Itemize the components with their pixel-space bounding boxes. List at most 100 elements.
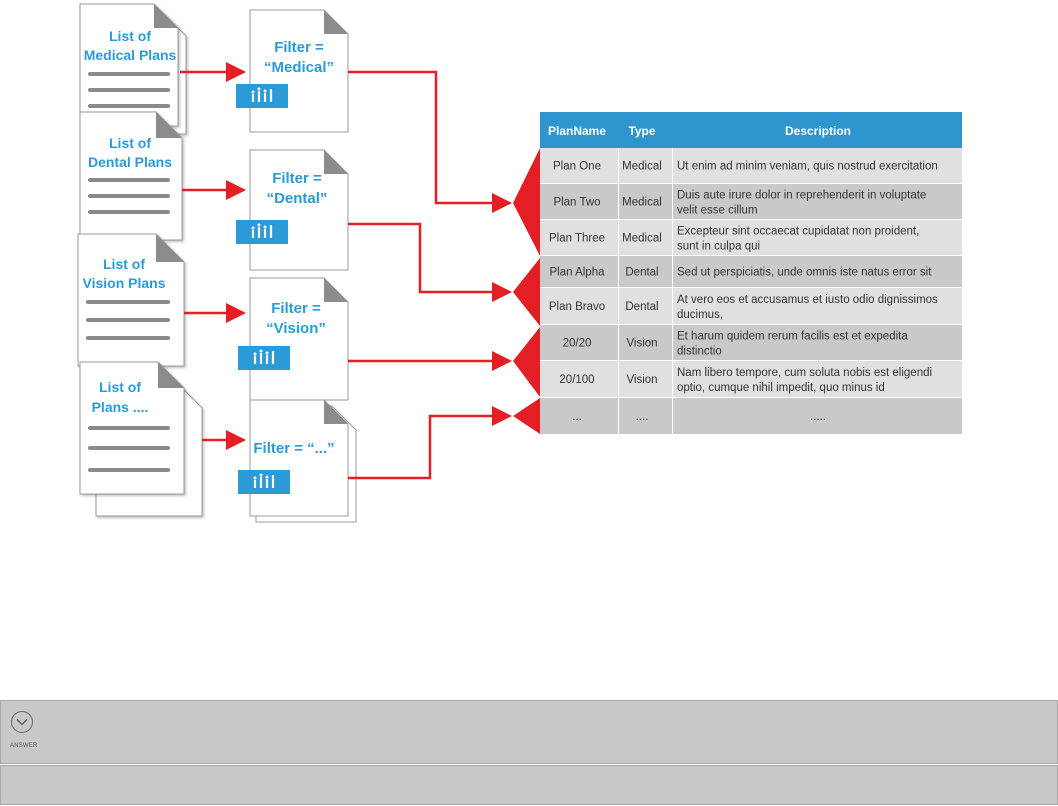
answer-toggle-button[interactable] bbox=[11, 711, 33, 733]
plans-filter-diagram: List of Medical Plans List of Dental Pla… bbox=[77, 3, 962, 523]
plan-name-cell: 20/100 bbox=[559, 374, 594, 386]
chart-filter-icon bbox=[238, 470, 290, 494]
description-cell-line1: At vero eos et accusamus et iusto odio d… bbox=[677, 294, 938, 306]
filter-title-line2: “Vision” bbox=[266, 320, 326, 337]
table-cell-bg bbox=[673, 256, 962, 287]
table-cell-bg bbox=[673, 398, 962, 434]
plan-type-cell: Medical bbox=[622, 197, 662, 209]
table-cell-bg bbox=[540, 184, 618, 219]
description-cell-line1: Nam libero tempore, cum soluta nobis est… bbox=[677, 367, 932, 379]
table-cell-bg bbox=[673, 288, 962, 324]
document-title-line1: List of bbox=[99, 379, 141, 395]
filter-document-dental: Filter = “Dental” bbox=[236, 149, 349, 271]
plan-type-cell: Medical bbox=[622, 233, 662, 245]
description-cell-line1: Sed ut perspiciatis, unde omnis iste nat… bbox=[677, 267, 932, 279]
document-title-line1: List of bbox=[109, 28, 151, 44]
answer-label: ANSWER bbox=[10, 743, 38, 749]
filter-title-line1: Filter = bbox=[274, 39, 324, 56]
plan-type-cell: Vision bbox=[626, 338, 657, 350]
table-cell-bg bbox=[673, 184, 962, 219]
description-cell-line1: Ut enim ad minim veniam, quis nostrud ex… bbox=[677, 161, 938, 173]
filter-title-line1: Filter = “...” bbox=[253, 440, 334, 457]
arrows-docs-to-filters bbox=[180, 62, 246, 450]
document-stack-other: List of Plans .... bbox=[79, 361, 203, 517]
text-lines bbox=[88, 178, 170, 214]
table-cell-bg bbox=[673, 148, 962, 183]
table-row: Plan Two Medical Duis aute irure dolor in … bbox=[540, 184, 962, 219]
description-cell-line2: sunt in culpa qui bbox=[677, 241, 760, 253]
arrows-filters-to-table bbox=[348, 70, 512, 480]
chevron-down-icon bbox=[16, 719, 28, 726]
table-cell-bg bbox=[540, 220, 618, 255]
plan-type-cell: Dental bbox=[625, 267, 658, 279]
chart-filter-icon bbox=[236, 220, 288, 244]
plan-type-cell: Vision bbox=[626, 374, 657, 386]
document-stack-dental: List of Dental Plans bbox=[79, 111, 183, 241]
table-cell-bg bbox=[540, 148, 618, 183]
filter-document-other: Filter = “...” bbox=[238, 399, 357, 523]
table-row: Plan Alpha Dental Sed ut perspiciatis, und… bbox=[540, 256, 962, 287]
table-row: Plan Three Medical Excepteur sint occaecat… bbox=[540, 220, 962, 255]
plan-name-cell: 20/20 bbox=[563, 338, 592, 350]
plan-name-cell: Plan Alpha bbox=[550, 267, 606, 279]
plan-name-cell: Plan Three bbox=[549, 233, 605, 245]
description-cell-line2: velit esse cillum bbox=[677, 205, 758, 217]
table-cell-bg bbox=[673, 325, 962, 360]
document-title-line2: Medical Plans bbox=[84, 47, 177, 63]
filter-title-line2: “Dental” bbox=[267, 190, 328, 207]
table-row: 20/20 Vision Et harum quidem rerum facilis… bbox=[540, 325, 962, 360]
filter-title-line1: Filter = bbox=[271, 300, 321, 317]
plan-name-cell: Plan Bravo bbox=[549, 301, 605, 313]
column-header-planname: PlanName bbox=[548, 124, 606, 138]
table-cell-bg bbox=[619, 325, 672, 360]
table-cell-bg bbox=[540, 325, 618, 360]
filter-document-medical: Filter = “Medical” bbox=[236, 9, 349, 133]
table-cell-bg bbox=[619, 184, 672, 219]
table-row: 20/100 Vision Nam libero tempore, cum solu… bbox=[540, 361, 962, 397]
table-cell-bg bbox=[619, 220, 672, 255]
document-title-line2: Vision Plans bbox=[83, 275, 166, 291]
text-lines bbox=[88, 426, 170, 472]
filter-title-line2: “Medical” bbox=[264, 59, 334, 76]
table-cell-bg bbox=[619, 148, 672, 183]
table-cell-bg bbox=[619, 288, 672, 324]
plan-name-cell: ... bbox=[572, 411, 582, 423]
table-cell-bg bbox=[619, 361, 672, 397]
document-title-line2: Plans .... bbox=[92, 399, 149, 415]
group-brackets bbox=[513, 148, 540, 434]
table-row: Plan Bravo Dental At vero eos et accusamus… bbox=[540, 288, 962, 324]
table-cell-bg bbox=[619, 398, 672, 434]
filter-document-vision: Filter = “Vision” bbox=[238, 277, 349, 401]
table-row: ............ bbox=[540, 398, 962, 434]
document-stack-medical: List of Medical Plans bbox=[79, 3, 187, 135]
plan-name-cell: Plan One bbox=[553, 161, 601, 173]
plan-type-cell: Dental bbox=[625, 301, 658, 313]
description-cell-line2: ducimus, bbox=[677, 309, 723, 321]
plan-type-cell: Medical bbox=[622, 161, 662, 173]
document-stack-vision: List of Vision Plans bbox=[77, 233, 185, 367]
table-row: Plan One Medical Ut enim ad minim veniam, … bbox=[540, 148, 962, 183]
description-cell-line2: optio, cumque nihil impedit, quo minus i… bbox=[677, 382, 885, 394]
document-title-line1: List of bbox=[109, 135, 151, 151]
description-cell-line2: distinctio bbox=[677, 346, 722, 358]
document-title-line1: List of bbox=[103, 256, 145, 272]
table-cell-bg bbox=[540, 256, 618, 287]
answer-bar: ANSWER bbox=[0, 700, 1058, 764]
chart-filter-icon bbox=[238, 346, 290, 370]
description-cell-line1: Duis aute irure dolor in reprehenderit i… bbox=[677, 190, 926, 202]
description-cell-line1: Et harum quidem rerum facilis est et exp… bbox=[677, 331, 908, 343]
column-header-description: Description bbox=[785, 124, 851, 138]
bottom-bar bbox=[0, 765, 1058, 805]
table-cell-bg bbox=[673, 220, 962, 255]
table-cell-bg bbox=[540, 361, 618, 397]
table-cell-bg bbox=[540, 398, 618, 434]
text-lines bbox=[86, 300, 170, 340]
column-header-type: Type bbox=[628, 124, 655, 138]
table-cell-bg bbox=[540, 288, 618, 324]
document-title-line2: Dental Plans bbox=[88, 154, 172, 170]
description-cell-line1: Excepteur sint occaecat cupidatat non pr… bbox=[677, 226, 919, 238]
plan-name-cell: Plan Two bbox=[553, 197, 600, 209]
filter-title-line1: Filter = bbox=[272, 170, 322, 187]
